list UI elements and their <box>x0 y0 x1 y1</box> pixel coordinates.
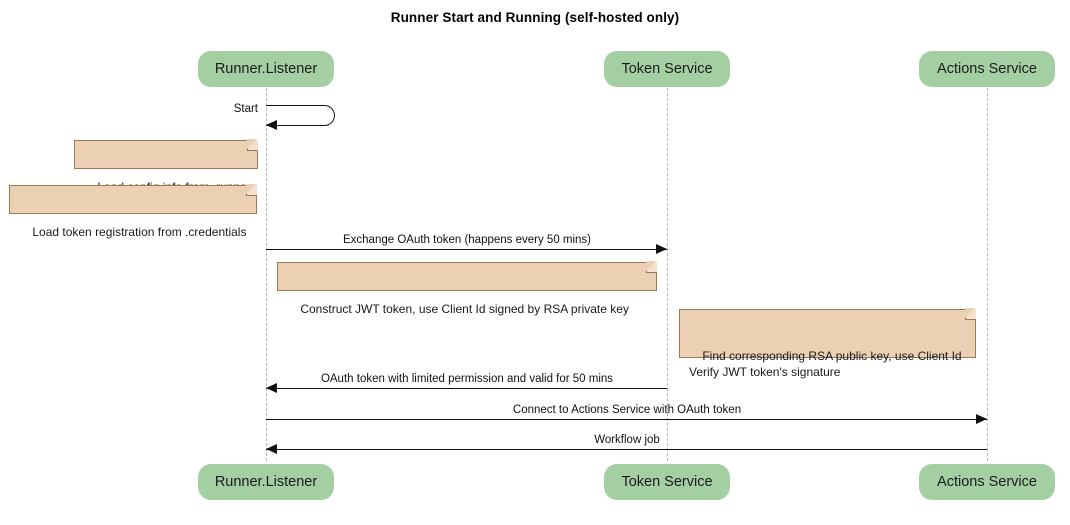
message-connect-actions-service-label: Connect to Actions Service with OAuth to… <box>512 404 742 416</box>
note-fold-corner-icon <box>646 261 657 273</box>
note-fold-corner-icon <box>247 139 258 151</box>
participant-actions-top-label: Actions Service <box>937 61 1037 77</box>
message-start-arrowhead <box>266 120 277 130</box>
message-start-label: Start <box>233 103 258 115</box>
note-fold-corner-icon <box>246 184 257 196</box>
lifeline-actions <box>987 88 988 461</box>
note-load-token-registration: Load token registration from .credential… <box>9 184 257 239</box>
participant-token-top[interactable]: Token Service <box>604 51 730 87</box>
message-oauth-token-reply-arrowhead <box>266 382 277 393</box>
message-oauth-token-reply-line <box>266 388 667 389</box>
participant-token-bottom-label: Token Service <box>621 474 713 490</box>
message-workflow-job-arrowhead <box>266 443 277 454</box>
participant-actions-top[interactable]: Actions Service <box>919 51 1055 87</box>
message-exchange-oauth-token-arrowhead <box>656 243 667 254</box>
participant-actions-bottom-label: Actions Service <box>937 474 1037 490</box>
participant-token-bottom[interactable]: Token Service <box>604 464 730 500</box>
participant-runner-top-label: Runner.Listener <box>214 61 318 77</box>
message-exchange-oauth-token-line <box>266 249 667 250</box>
message-connect-actions-service-line <box>266 419 987 420</box>
note-verify-jwt: Find corresponding RSA public key, use C… <box>679 308 976 379</box>
message-connect-actions-service-arrowhead <box>976 413 987 424</box>
participant-actions-bottom[interactable]: Actions Service <box>919 464 1055 500</box>
note-construct-jwt-text: Construct JWT token, use Client Id signe… <box>300 302 629 316</box>
message-start-loop <box>266 105 335 126</box>
note-load-token-registration-text: Load token registration from .credential… <box>32 225 247 239</box>
participant-runner-bottom[interactable]: Runner.Listener <box>198 464 334 500</box>
participant-token-top-label: Token Service <box>621 61 713 77</box>
note-construct-jwt: Construct JWT token, use Client Id signe… <box>277 261 657 316</box>
participant-runner-bottom-label: Runner.Listener <box>214 474 318 490</box>
lifeline-token <box>667 88 668 461</box>
lifeline-runner <box>266 88 267 461</box>
message-oauth-token-reply-label: OAuth token with limited permission and … <box>320 373 614 385</box>
message-workflow-job-label: Workflow job <box>594 434 660 446</box>
diagram-title: Runner Start and Running (self-hosted on… <box>390 10 680 25</box>
note-fold-corner-icon <box>965 308 976 320</box>
message-workflow-job-line <box>266 449 987 450</box>
note-load-config: Load config info from .runner <box>74 139 258 194</box>
note-verify-jwt-text: Find corresponding RSA public key, use C… <box>689 349 962 379</box>
participant-runner-top[interactable]: Runner.Listener <box>198 51 334 87</box>
message-exchange-oauth-token-label: Exchange OAuth token (happens every 50 m… <box>342 234 592 246</box>
